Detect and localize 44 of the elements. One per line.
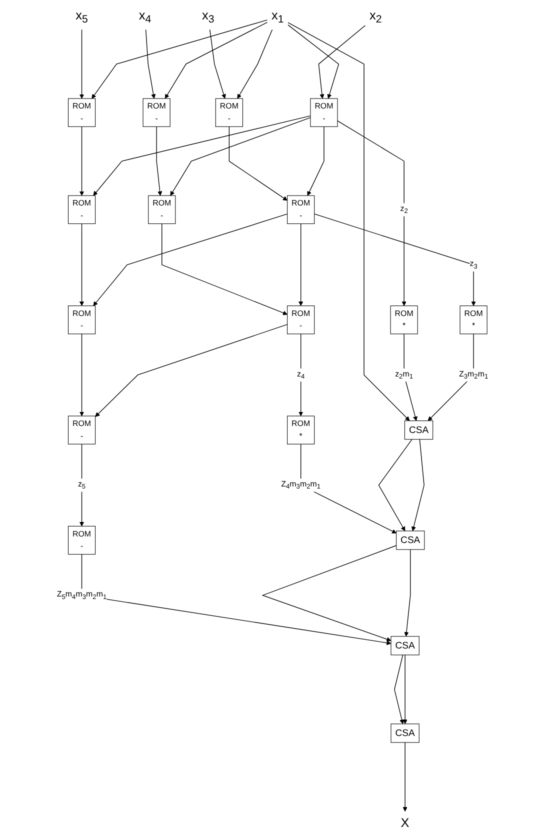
- arrow: [378, 438, 412, 532]
- arrow: [314, 214, 476, 306]
- arrow: [162, 223, 288, 316]
- arrow: [307, 126, 324, 196]
- arrow: [402, 742, 408, 812]
- arrow: [164, 22, 268, 99]
- arrow: [79, 223, 84, 306]
- arrow: [81, 554, 392, 646]
- arrow: [156, 126, 162, 196]
- arrow: [170, 117, 311, 196]
- node-box: CSA: [404, 420, 434, 440]
- node-text: x$_{5}$: [76, 8, 88, 26]
- arrow: [402, 654, 408, 724]
- arrow: [394, 654, 404, 724]
- node-text: X: [400, 816, 410, 830]
- node-text: x$_{3}$: [202, 8, 214, 26]
- node-text: x$_{1}$: [271, 8, 284, 26]
- arrow: [210, 29, 226, 99]
- arrow: [93, 214, 288, 306]
- arrow: [79, 126, 84, 196]
- arrow: [237, 29, 273, 99]
- arrow: [318, 25, 366, 99]
- arrow: [288, 24, 340, 99]
- node-box: CSA: [396, 530, 425, 550]
- arrow: [79, 334, 84, 416]
- arrow: [228, 126, 288, 201]
- arrow: [337, 120, 406, 306]
- arrow: [298, 223, 304, 306]
- arrow: [404, 334, 418, 421]
- node-box: CSA: [390, 636, 420, 656]
- node-text: x$_{2}$: [369, 8, 382, 26]
- arrow: [298, 334, 304, 416]
- node-box: CSA: [390, 724, 420, 743]
- arrow: [404, 549, 411, 637]
- arrow: [95, 324, 288, 417]
- arrow: [79, 444, 84, 526]
- arrow: [92, 20, 268, 99]
- node-text: x$_{4}$: [138, 8, 152, 26]
- arrow: [93, 116, 311, 196]
- arrow: [411, 438, 424, 532]
- arrow: [79, 29, 84, 99]
- arrow: [288, 22, 410, 421]
- arrow: [262, 545, 397, 642]
- arrow: [145, 29, 156, 99]
